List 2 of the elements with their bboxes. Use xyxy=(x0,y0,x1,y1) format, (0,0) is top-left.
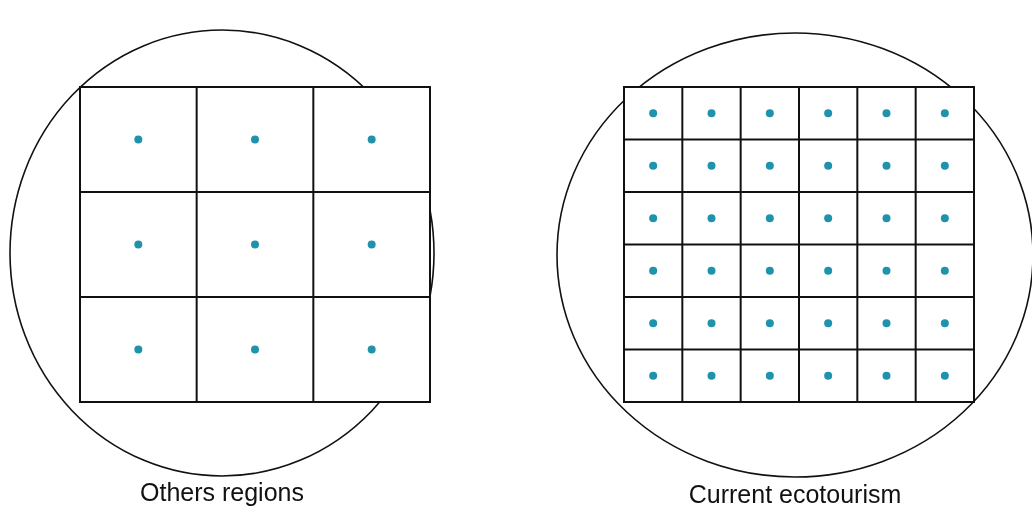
node-label: Others regions xyxy=(140,478,304,507)
node-label: Current ecotourism xyxy=(688,480,902,509)
